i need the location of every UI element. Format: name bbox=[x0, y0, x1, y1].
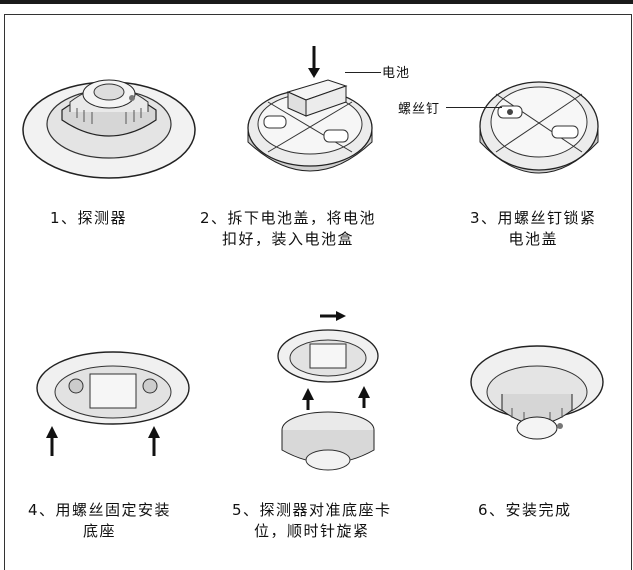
step-5-caption: 5、探测器对准底座卡 位，顺时针旋紧 bbox=[232, 500, 392, 542]
step-1-line-1: 1、探测器 bbox=[50, 209, 128, 227]
step-3-line-2: 电池盖 bbox=[508, 230, 559, 248]
battery-leader-line bbox=[345, 72, 381, 73]
detector-illustration bbox=[22, 62, 197, 182]
screw-lock-illustration bbox=[474, 72, 604, 190]
step-2-line-2: 扣好，装入电池盒 bbox=[222, 230, 355, 248]
step-3-caption: 3、用螺丝钉锁紧 电池盖 bbox=[470, 208, 597, 250]
screw-label: 螺丝钉 bbox=[398, 102, 441, 117]
step-2-caption: 2、拆下电池盖，将电池 扣好，装入电池盒 bbox=[200, 208, 376, 250]
step-5-line-1: 5、探测器对准底座卡 bbox=[232, 501, 392, 519]
step-6-caption: 6、安装完成 bbox=[478, 500, 572, 521]
top-rule bbox=[0, 0, 633, 4]
step-4-line-2: 底座 bbox=[83, 522, 117, 540]
step-4-line-1: 4、用螺丝固定安装 bbox=[28, 501, 172, 519]
instruction-panel bbox=[4, 14, 632, 570]
step-2-line-1: 2、拆下电池盖，将电池 bbox=[200, 209, 377, 227]
align-rotate-illustration bbox=[268, 300, 388, 484]
battery-install-illustration bbox=[240, 42, 380, 190]
step-1-caption: 1、探测器 bbox=[50, 208, 127, 229]
step-6-line-1: 6、安装完成 bbox=[478, 501, 572, 519]
step-4-caption: 4、用螺丝固定安装 底座 bbox=[28, 500, 171, 542]
step-3-line-1: 3、用螺丝钉锁紧 bbox=[470, 209, 597, 227]
mounting-base-illustration bbox=[34, 346, 192, 466]
screw-leader-line bbox=[446, 107, 502, 108]
installed-illustration bbox=[468, 342, 606, 452]
battery-label: 电池 bbox=[382, 66, 411, 81]
step-5-line-2: 位，顺时针旋紧 bbox=[254, 522, 370, 540]
